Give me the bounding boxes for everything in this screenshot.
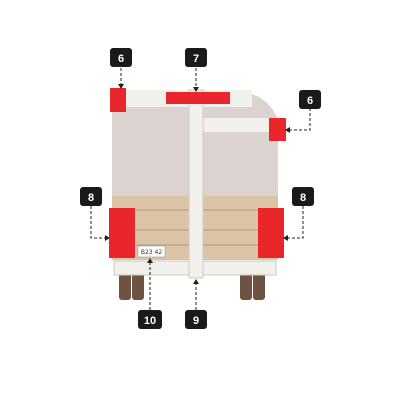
arrowhead-right-lamp xyxy=(283,235,288,241)
callout-top-left: 6 xyxy=(110,48,132,67)
callout-label: 6 xyxy=(118,53,124,65)
side-bar xyxy=(202,118,274,132)
callout-plate: 10 xyxy=(138,310,162,329)
arrowhead-side xyxy=(285,127,290,133)
wheel-right-outer xyxy=(253,272,265,300)
left-lamp-marker xyxy=(109,208,135,258)
license-plate-text: B23 42 xyxy=(141,249,162,256)
leader-arrowheads xyxy=(105,84,290,284)
callout-right-side: 6 xyxy=(299,90,321,109)
callout-label: 8 xyxy=(88,192,94,204)
callout-left-lamp: 8 xyxy=(80,187,102,206)
right-lamp-marker xyxy=(258,208,284,258)
callout-top-center: 7 xyxy=(185,48,207,67)
arrowhead-post xyxy=(193,279,199,284)
arrowhead-left-lamp xyxy=(105,235,110,241)
callout-badge xyxy=(185,310,207,329)
rear-wheels xyxy=(119,272,265,300)
callout-right-lamp: 8 xyxy=(292,187,314,206)
leader-side xyxy=(286,108,311,131)
callout-badge xyxy=(80,187,102,206)
callout-badge xyxy=(138,310,162,329)
arrowhead-top-center xyxy=(193,87,199,92)
callout-badge xyxy=(110,48,132,67)
leader-right-lamp xyxy=(284,206,304,239)
leader-left-lamp xyxy=(90,206,109,239)
top-center-marker xyxy=(166,92,230,104)
arrowhead-top-left xyxy=(118,84,124,89)
arrowhead-plate xyxy=(147,258,153,263)
wheel-left-inner xyxy=(132,272,144,300)
callout-label: 7 xyxy=(193,53,199,65)
callout-badge xyxy=(185,48,207,67)
callout-badge xyxy=(292,187,314,206)
license-plate xyxy=(137,245,166,258)
callout-post: 9 xyxy=(185,310,207,329)
callout-label: 8 xyxy=(300,192,306,204)
callout-label: 10 xyxy=(144,315,156,327)
callout-label: 6 xyxy=(307,95,313,107)
callout-label: 9 xyxy=(193,315,199,327)
callout-badge xyxy=(299,90,321,109)
wheel-right-inner xyxy=(240,272,252,300)
wheel-left-outer xyxy=(119,272,131,300)
side-marker xyxy=(269,118,286,141)
center-post xyxy=(188,89,204,279)
top-left-marker xyxy=(110,88,126,112)
